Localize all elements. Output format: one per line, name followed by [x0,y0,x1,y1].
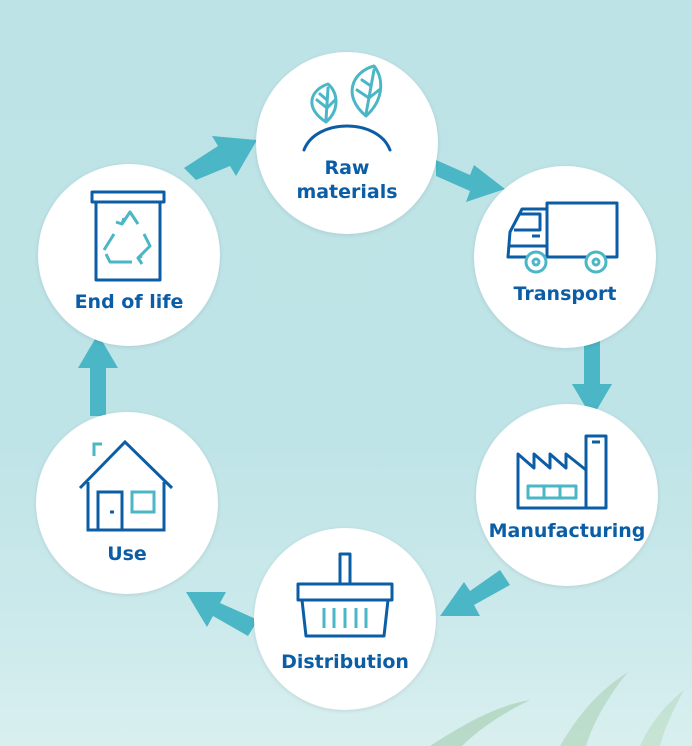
arrow-transport-to-manufacturing [572,338,612,418]
label-use: Use [107,543,147,565]
house-icon [78,439,174,532]
stage-manufacturing: Manufacturing [476,404,658,586]
label-distribution: Distribution [281,651,409,673]
arrow-distribution-to-use [186,592,258,636]
label-raw-materials-line1: Raw [324,157,370,179]
stage-use: Use [36,412,218,594]
arrow-use-to-end-of-life [78,334,118,416]
basket-icon [296,552,394,638]
label-transport: Transport [513,283,617,305]
stage-raw-materials: Raw materials [256,52,438,234]
recycle-bin-icon [90,190,166,282]
arrow-end-of-life-to-raw [184,136,257,180]
factory-icon [516,434,608,510]
label-raw-materials-line2: materials [296,181,398,203]
label-manufacturing: Manufacturing [488,520,646,542]
stage-distribution: Distribution [254,528,436,710]
leaves-icon [302,64,392,152]
stage-transport: Transport [474,166,656,348]
truck-icon [506,201,619,274]
arrow-raw-to-transport [436,160,505,202]
stage-end-of-life: End of life [38,164,220,346]
label-end-of-life: End of life [74,291,184,313]
arrow-manufacturing-to-distribution [440,570,510,616]
